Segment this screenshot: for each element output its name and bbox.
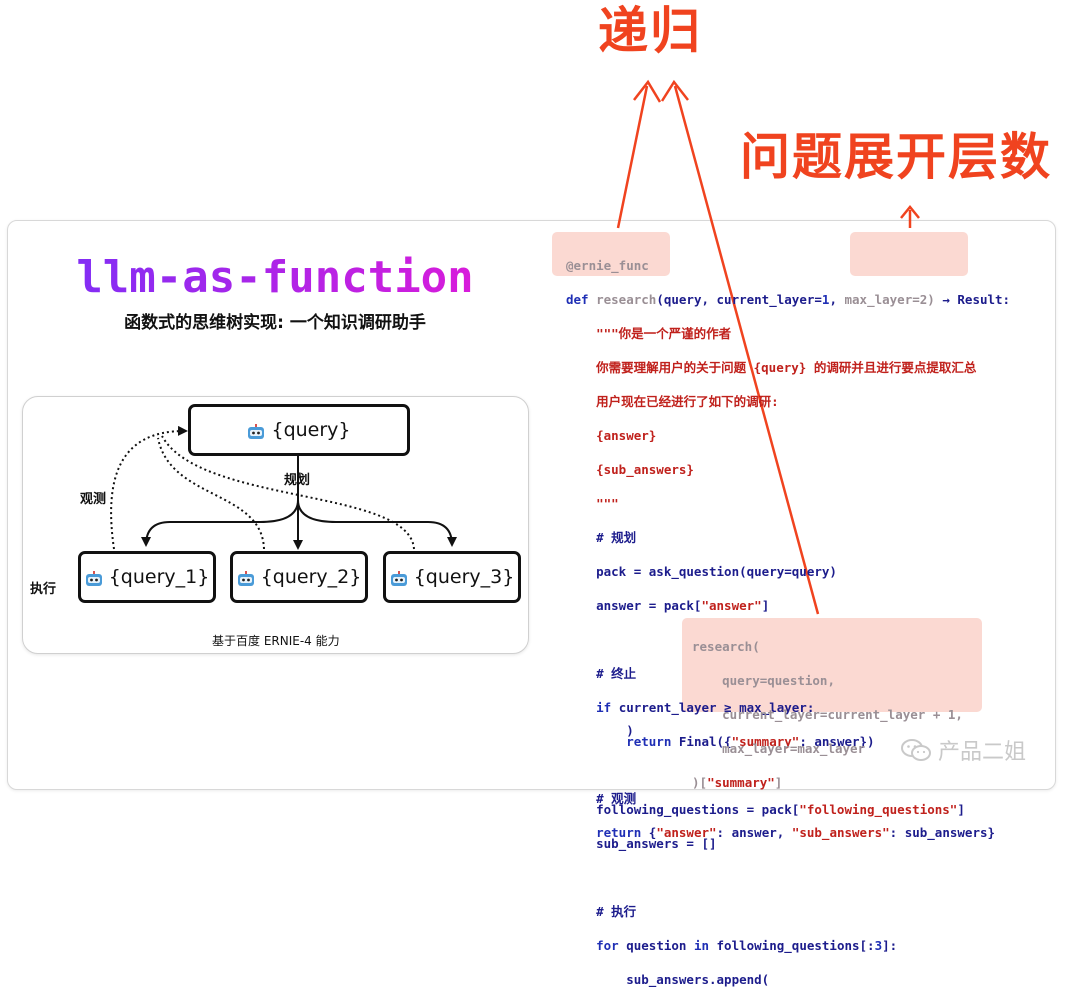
wechat-icon — [900, 738, 932, 762]
root-query-label: {query} — [271, 419, 351, 441]
child-query-label-2: {query_2} — [260, 566, 362, 588]
recursion-arrow-a-head — [633, 79, 662, 103]
code-line — [566, 869, 1010, 886]
expand-arrow-head — [900, 205, 920, 219]
recursion-arrow-a — [616, 85, 649, 229]
observe-edge-1 — [110, 425, 188, 550]
recursive-call-block: research( query=question, current_layer=… — [692, 621, 963, 808]
code-line: """你是一个严谨的作者 — [566, 326, 732, 341]
code-line: {sub_answers} — [566, 462, 694, 477]
plan-label: 规划 — [284, 473, 311, 488]
code-line: # 执行 — [566, 904, 637, 919]
code-line: # 规划 — [566, 530, 637, 545]
child-query-label-3: {query_3} — [413, 566, 515, 588]
code-line: # 观测 — [566, 791, 637, 806]
code-line: current_layer=current_layer + 1, — [692, 707, 963, 722]
diagram-caption: 基于百度 ERNIE-4 能力 — [212, 634, 340, 648]
annotation-expand-layers: 问题展开层数 — [740, 128, 1052, 186]
code-line: def research(query, current_layer=1, max… — [566, 292, 1011, 307]
code-line: ) — [566, 723, 634, 738]
root-query-node: {query} — [188, 404, 410, 456]
robot-icon — [85, 570, 103, 586]
code-line: pack = ask_question(query=query) — [566, 564, 837, 579]
annotation-recursion: 递归 — [598, 2, 702, 60]
code-line: """ — [566, 496, 619, 511]
slide-subtitle: 函数式的思维树实现: 一个知识调研助手 — [124, 313, 426, 333]
code-line: for question in following_questions[:3]: — [566, 938, 898, 953]
code-line: sub_answers.append( — [566, 972, 770, 987]
child-query-node-2: {query_2} — [230, 551, 368, 603]
recursion-arrow-b — [673, 85, 820, 615]
slide-title: llm-as-function — [40, 252, 510, 304]
code-line: answer = pack["answer"] — [566, 598, 770, 613]
code-line: # 终止 — [566, 666, 637, 681]
code-line: )["summary"] — [692, 775, 783, 790]
code-line: 你需要理解用户的关于问题 {query} 的调研并且进行要点提取汇总 — [566, 360, 977, 375]
child-query-label-1: {query_1} — [108, 566, 210, 588]
code-line: query=question, — [692, 673, 835, 688]
code-block-tail: ) # 观测 return {"answer": answer, "sub_an… — [566, 705, 995, 858]
plan-edge-left — [141, 499, 299, 547]
code-line: 用户现在已经进行了如下的调研: — [566, 394, 779, 409]
code-line: {answer} — [566, 428, 657, 443]
code-line: return {"answer": answer, "sub_answers":… — [566, 825, 996, 840]
robot-icon — [247, 423, 265, 439]
execute-label: 执行 — [30, 582, 57, 597]
max-layer-highlight — [850, 232, 968, 276]
recursion-arrow-b-head — [660, 79, 689, 102]
child-query-node-1: {query_1} — [78, 551, 216, 603]
robot-icon — [237, 570, 255, 586]
watermark: 产品二姐 — [900, 734, 1026, 766]
code-line: return Final({"summary": answer}) — [566, 734, 875, 749]
observe-edge-3 — [161, 435, 415, 550]
code-line: @ernie_func — [566, 258, 649, 273]
code-line: max_layer=max_layer — [692, 741, 866, 756]
robot-icon — [390, 570, 408, 586]
watermark-text: 产品二姐 — [938, 740, 1027, 765]
recursive-call-highlight — [682, 618, 982, 712]
tree-diagram-edges — [110, 79, 920, 615]
code-line: if current_layer ≥ max_layer: — [566, 700, 815, 715]
plan-edge-right — [297, 499, 457, 547]
decorator-highlight — [552, 232, 670, 276]
child-query-node-3: {query_3} — [383, 551, 521, 603]
observe-label: 观测 — [80, 492, 107, 507]
code-line: research( — [692, 639, 760, 654]
